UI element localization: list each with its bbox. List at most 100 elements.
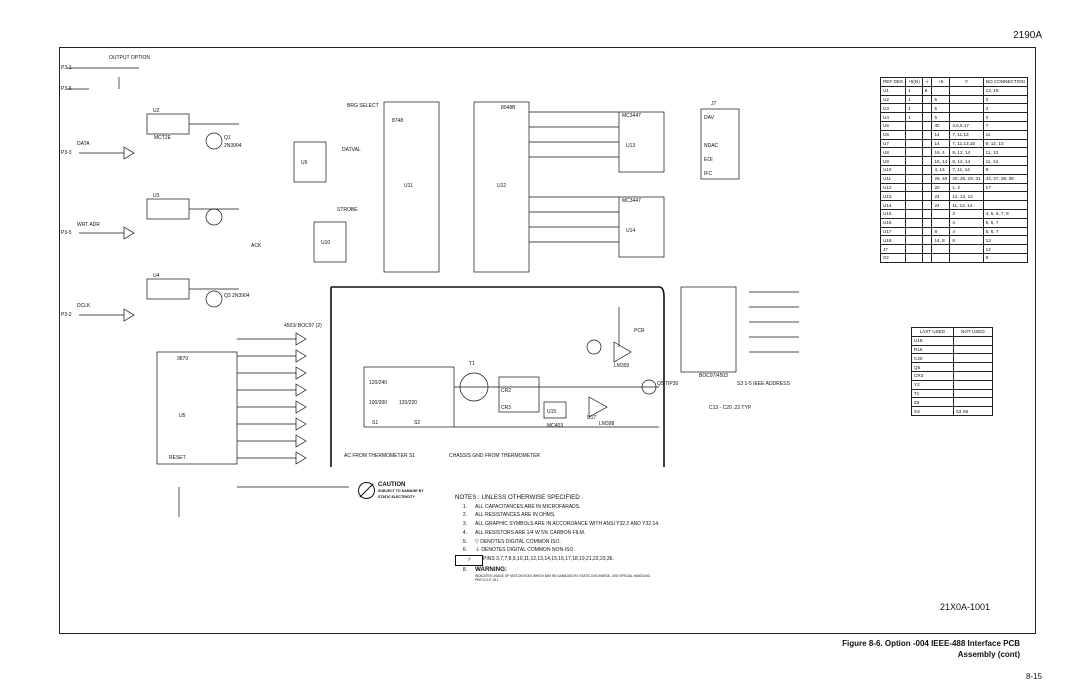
j7-label: J7 (711, 101, 717, 107)
ref-table-cell (921, 94, 933, 105)
note-number: 3. (462, 521, 468, 528)
ref-table-cell (905, 120, 923, 131)
ref-table-cell: U4 (879, 112, 907, 122)
ref-table-cell (921, 103, 933, 114)
ref-table-cell: U5 (879, 120, 907, 131)
ifc-label: IFC (704, 171, 712, 177)
ref-table-cell: U12 (879, 182, 907, 193)
ref-table-cell (931, 85, 951, 96)
ref-table-cell (931, 244, 951, 254)
mc403-label: MC403 (547, 423, 563, 429)
s1-label: S1 (372, 420, 378, 426)
ref-table-cell: 14 (931, 129, 951, 140)
ref-table-cell: 24 (931, 200, 951, 210)
last-used-cell: CR3 (911, 370, 954, 381)
u3-label: U3 (153, 193, 160, 199)
ref-table-cell (921, 164, 933, 175)
ref-table-cell: U11 (879, 173, 907, 184)
ref-table-cell (905, 226, 923, 237)
ref-table-cell: 16, 4 (931, 147, 951, 158)
q1-type-label: 2N3904 (224, 143, 242, 149)
note-text: ALL GRAPHIC SYMBOLS ARE IN ACCORDANCE WI… (475, 521, 660, 528)
pcr-label: PCR (634, 328, 645, 334)
ref-table-cell: 13 (982, 235, 1029, 246)
ref-table-cell: 9, 12, 10 (982, 138, 1029, 149)
p3-2-label: P3-2 (61, 312, 72, 318)
plus5n-header: +5(N) (905, 77, 923, 87)
ref-table-cell (921, 156, 933, 166)
ref-table-cell: U6 (879, 129, 907, 140)
q3-label: Q3 2N3904 (224, 293, 250, 299)
ndac-label: NDAC (704, 143, 719, 149)
last-used-cell: C20 (911, 353, 954, 364)
ref-table-cell: 1 (905, 85, 923, 96)
caution-block: CAUTION SUBJECT TO DAMAGE BY STATIC ELEC… (378, 482, 424, 500)
last-used-cell (952, 379, 994, 390)
ref-table-cell: 5, 6, 7 (982, 226, 1029, 237)
ref-table-cell: 3 (949, 208, 984, 219)
datval-label: DATVAL (342, 147, 361, 153)
chassis-gnd-label: CHASSIS GND FROM THERMOMETER (449, 453, 540, 459)
ref-table-cell: 8 (982, 252, 1029, 263)
document-id: 2190A (1013, 30, 1042, 41)
ref-table-cell (921, 120, 933, 131)
u11-label: U11 (404, 183, 413, 189)
ref-table-cell: 7, 11,13,15 (949, 138, 984, 149)
last-used-row: U18 (911, 335, 994, 346)
ref-table-cell: 12, 13, 14 (949, 191, 984, 202)
ref-table-cell (921, 217, 933, 228)
ref-table-cell (949, 94, 984, 105)
ref-table-cell (949, 252, 984, 263)
ref-table-cell: 7, 11, 14 (949, 164, 984, 175)
ref-table-cell: U18 (879, 235, 907, 246)
mc3447-b-label: MC3447 (622, 198, 641, 204)
u15-label: U15 (547, 409, 556, 415)
notes-heading: NOTES : UNLESS OTHERWISE SPECIFIED . (455, 494, 584, 501)
ref-table-cell (905, 147, 923, 158)
last-used-cell (952, 335, 994, 346)
last-used-row: R16 (911, 344, 994, 355)
ref-table-cell: 20 (931, 182, 951, 193)
note-text: ALL RESISTORS ARE 1/4 W 5% CARBON FILM. (475, 529, 586, 536)
u9-label: U9 (301, 160, 308, 166)
ref-table-cell: 7 (982, 120, 1029, 131)
u17-label: U17 (587, 415, 596, 421)
note-text: ALL CAPACITANCES ARE IN MICROFARADS. (475, 503, 581, 510)
note-number: 4. (462, 529, 468, 536)
ref-table-cell (905, 129, 923, 140)
ref-table-cell: 8 (949, 235, 984, 246)
ref-table-cell: 4,6,8,17 (949, 120, 984, 131)
ref-table-cell (982, 200, 1029, 210)
schematic-drawing: OUTPUT OPTION P3-1 P3-6 DATA P3-3 U2 MCT… (61, 55, 799, 517)
ref-table-cell: U13 (879, 191, 907, 202)
u5-type-label: 3870 (177, 356, 188, 362)
cr3-label: CR3 (501, 405, 511, 411)
schematic-frame (59, 47, 1036, 634)
last-used-row: Q5 (911, 362, 994, 372)
ref-table-cell: 3 (982, 103, 1029, 114)
note-text: ALL RESISTANCES ARE IN OHMS. (475, 512, 556, 519)
lm398-label: LM398 (599, 421, 615, 427)
ref-table-cell: 34, 37, 38, 39 (982, 173, 1029, 184)
static-caution-icon (358, 482, 375, 499)
warning-subtext: INDICATES USAGE OF MOS DEVICES WHICH MAY… (475, 574, 651, 583)
u11-type-label: 8748 (392, 118, 403, 124)
note-item: 1.ALL CAPACITANCES ARE IN MICROFARADS. (455, 503, 659, 512)
ac-from-label: AC FROM THERMOMETER S1 (344, 453, 415, 459)
t1-label: T1 (469, 361, 475, 367)
last-used-row: Z3 (911, 397, 994, 408)
last-used-cell: Z3 (911, 397, 954, 408)
ref-table-cell: 20, 26, 29, 31 (949, 173, 984, 184)
ref-table-cell (905, 173, 923, 184)
brg-select-label: BRG SELECT (347, 103, 379, 109)
